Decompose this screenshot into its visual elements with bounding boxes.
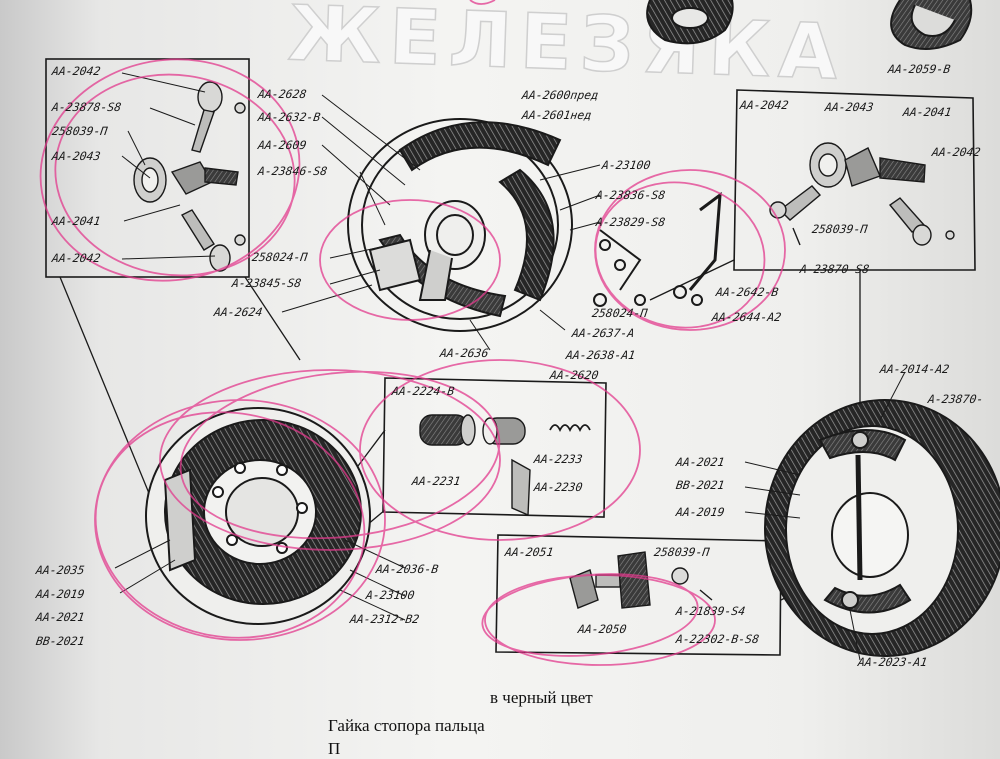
label-aa-2023-a1: АА-2023-А1 — [857, 655, 929, 669]
label-aa-2636: АА-2636 — [439, 346, 490, 360]
label-aa-2637-a: АА-2637-А — [571, 326, 636, 340]
label-aa-2036-v: АА-2036-В — [375, 562, 440, 576]
label-aa-2638-a1: АА-2638-А1 — [565, 348, 637, 362]
box-middle — [382, 377, 607, 518]
label-a-21839-s4: А-21839-S4 — [675, 604, 747, 618]
label-aa-2624: АА-2624 — [213, 305, 264, 319]
label-a-22302-v-s8: А-22302-В-S8 — [675, 632, 761, 646]
box-top-left — [45, 58, 250, 278]
box-bottom — [495, 534, 782, 656]
label-a-23100-bottom: А-23100 — [365, 588, 416, 602]
bottom-box-parts — [569, 551, 713, 609]
label-aa-2051: АА-2051 — [504, 545, 555, 559]
top-right-parts — [769, 142, 955, 246]
label-a-23836-s8: А-23836-S8 — [595, 188, 667, 202]
label-aa-2233: АА-2233 — [533, 452, 584, 466]
label-a-23829-s8: А-23829-S8 — [595, 215, 667, 229]
label-258039-p: 258039-П — [51, 124, 109, 138]
label-aa-2035: АА-2035 — [35, 563, 86, 577]
top-center-small-drum — [646, 0, 734, 45]
label-aa-2601-ned: АА-2601нед — [521, 108, 593, 122]
label-aa-2014-a2: АА-2014-А2 — [879, 362, 951, 376]
label-vv-2021-right: ВВ-2021 — [675, 478, 726, 492]
label-aa-2600-pred: АА-2600пред — [521, 88, 600, 102]
label-258039-p-right: 258039-П — [811, 222, 869, 236]
label-aa-2609: АА-2609 — [257, 138, 308, 152]
label-aa-2019-right: АА-2019 — [675, 505, 726, 519]
bottom-left-brake-drum — [145, 407, 371, 625]
label-aa-2059-v: АА-2059-В — [887, 62, 952, 76]
box-top-right — [733, 89, 976, 271]
label-aa-2312-v2: АА-2312-В2 — [349, 612, 421, 626]
top-left-parts — [133, 81, 246, 272]
label-aa-2043-right: АА-2043 — [824, 100, 875, 114]
label-258039-p-bottom: 258039-П — [653, 545, 711, 559]
label-aa-2042-bottom: АА-2042 — [51, 251, 102, 265]
pink-marker-scribbles — [39, 0, 786, 666]
label-aa-2043: АА-2043 — [51, 149, 102, 163]
caption-line-2: Гайка стопора пальца — [328, 716, 485, 735]
label-vv-2021-left: ВВ-2021 — [35, 634, 86, 648]
label-258024-p: 258024-П — [251, 250, 309, 264]
label-aa-2042-right-2: АА-2042 — [931, 145, 982, 159]
leader-lines — [114, 72, 906, 661]
label-aa-2230: АА-2230 — [533, 480, 584, 494]
label-aa-2644-a2: АА-2644-А2 — [711, 310, 783, 324]
label-aa-2041-right: АА-2041 — [902, 105, 953, 119]
label-aa-2021-left: АА-2021 — [35, 610, 86, 624]
label-a-23870-s8: А-23870-S8 — [799, 262, 871, 276]
label-aa-2019-left: АА-2019 — [35, 587, 86, 601]
label-aa-2021-right: АА-2021 — [675, 455, 726, 469]
label-a-23878-s8: А-23878-S8 — [51, 100, 123, 114]
label-258024-p-2: 258024-П — [591, 306, 649, 320]
label-a-23846-s8: А-23846-S8 — [257, 164, 329, 178]
caption-line-3: П — [328, 739, 341, 758]
label-aa-2050: АА-2050 — [577, 622, 628, 636]
caption-line-1: в черный цвет — [490, 688, 593, 707]
label-aa-2042-right: АА-2042 — [739, 98, 790, 112]
label-aa-2632-v: АА-2632-В — [257, 110, 322, 124]
label-aa-2042-top: АА-2042 — [51, 64, 102, 78]
label-a-23845-s8: А-23845-S8 — [231, 276, 303, 290]
label-aa-2642-v: АА-2642-В — [715, 285, 780, 299]
bottom-right-brake-assembly — [764, 399, 1000, 657]
label-aa-2041: АА-2041 — [51, 214, 102, 228]
label-aa-2224-v: АА-2224-В — [391, 384, 456, 398]
label-aa-2628: АА-2628 — [257, 87, 308, 101]
top-right-drum-partial — [890, 0, 973, 50]
label-a-23870-right: А-23870- — [927, 392, 985, 406]
top-center-brake-assembly — [347, 118, 722, 332]
label-a-23100-top: А-23100 — [601, 158, 652, 172]
label-aa-2231: АА-2231 — [411, 474, 462, 488]
label-aa-2620: АА-2620 — [549, 368, 600, 382]
